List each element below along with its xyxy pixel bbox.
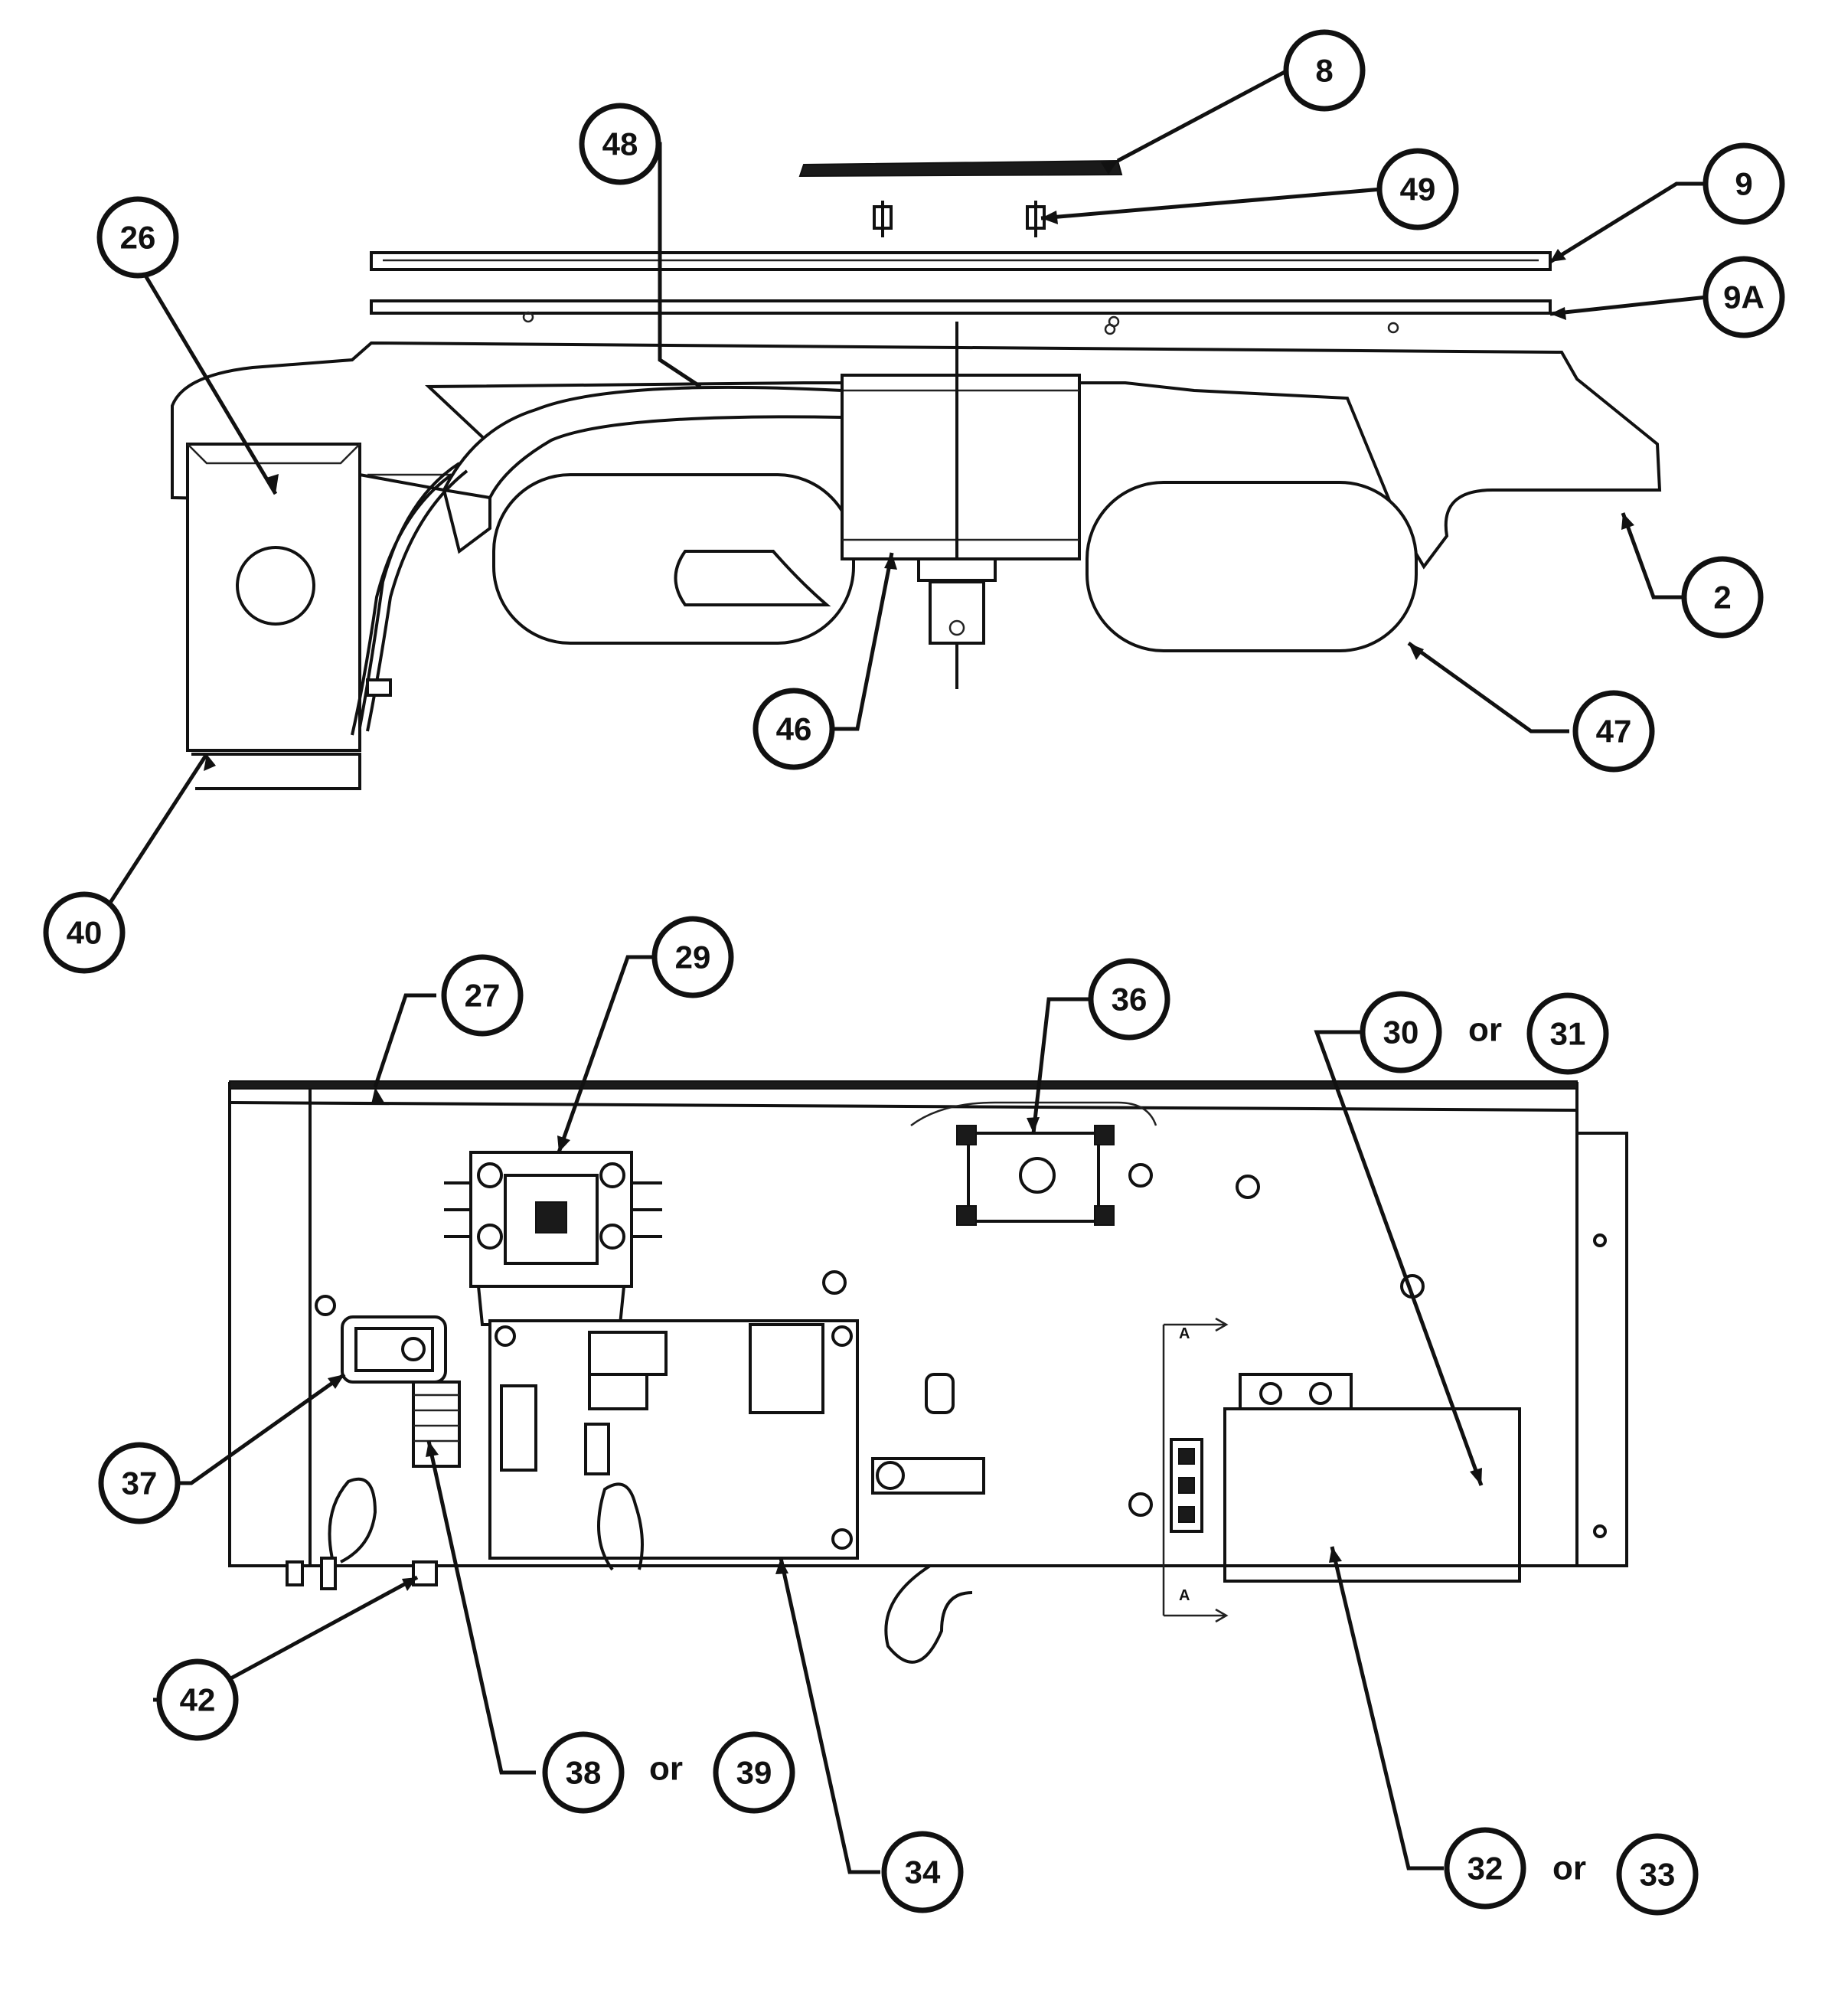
callout-30-label: 30 <box>1383 1015 1419 1050</box>
callout-31: 31 <box>1526 992 1609 1075</box>
panel-screws <box>315 1163 1607 1538</box>
section-marks: A A <box>1162 1317 1229 1623</box>
part-49-fasteners <box>873 201 1046 237</box>
callout-8-label: 8 <box>1315 53 1333 89</box>
lower-control-panel: A A <box>228 1080 1628 1664</box>
callout-39-label: 39 <box>736 1755 772 1791</box>
callout-34: 34 <box>881 1831 964 1913</box>
callout-37: 37 <box>98 1442 181 1524</box>
leader-lines <box>105 68 1708 1874</box>
callout-9: 9 <box>1703 142 1785 225</box>
callout-31-label: 31 <box>1550 1016 1586 1052</box>
part-32-transformer <box>1170 1373 1521 1583</box>
callout-40: 40 <box>43 891 126 974</box>
callout-9a: 9A <box>1703 256 1785 338</box>
upper-assembly <box>171 159 1662 790</box>
section-mark-bottom: A <box>1179 1587 1190 1604</box>
callouts: 8 48 49 9 9A 26 2 46 47 40 29 27 36 30 o… <box>43 29 1785 1916</box>
callout-26-label: 26 <box>120 220 156 256</box>
callout-48-label: 48 <box>602 126 638 162</box>
callout-34-label: 34 <box>905 1854 941 1890</box>
callout-29: 29 <box>651 916 734 998</box>
part-47-tube-right <box>1085 481 1418 652</box>
or-38-39: or <box>649 1750 683 1788</box>
callout-46: 46 <box>753 688 835 770</box>
callout-38: 38 <box>542 1731 625 1814</box>
callout-36-label: 36 <box>1112 982 1148 1018</box>
or-30-31: or <box>1468 1011 1502 1049</box>
callout-9a-label: 9A <box>1723 279 1765 315</box>
callout-32: 32 <box>1444 1827 1526 1910</box>
callout-8: 8 <box>1283 29 1366 112</box>
part-46-housing <box>841 374 1081 560</box>
callout-49-label: 49 <box>1400 172 1436 207</box>
part-36-switch <box>910 1101 1157 1226</box>
part-37-component <box>341 1315 447 1384</box>
callout-48: 48 <box>579 103 661 185</box>
callout-37-label: 37 <box>122 1465 158 1501</box>
callout-9-label: 9 <box>1735 166 1752 202</box>
callout-30: 30 <box>1360 991 1442 1073</box>
callout-33-label: 33 <box>1640 1857 1676 1893</box>
part-9a-rail <box>370 299 1552 315</box>
callout-39: 39 <box>713 1731 795 1814</box>
callout-42-label: 42 <box>180 1682 216 1718</box>
part-34-control-board <box>488 1319 859 1571</box>
callout-27-label: 27 <box>465 978 501 1014</box>
callout-33: 33 <box>1616 1833 1699 1916</box>
callout-40-label: 40 <box>67 915 103 951</box>
or-32-33: or <box>1552 1850 1586 1887</box>
callout-38-label: 38 <box>566 1755 602 1791</box>
callout-26: 26 <box>96 196 179 279</box>
callout-47: 47 <box>1572 690 1655 773</box>
section-mark-top: A <box>1179 1325 1190 1342</box>
part-8-strip <box>798 159 1123 178</box>
callout-29-label: 29 <box>675 939 711 975</box>
callout-47-label: 47 <box>1596 714 1632 750</box>
callout-46-label: 46 <box>776 711 812 747</box>
callout-2-label: 2 <box>1713 580 1731 616</box>
part-47-tube-left <box>492 473 855 645</box>
panel-misc-parts <box>286 1373 985 1664</box>
callout-2: 2 <box>1681 556 1764 639</box>
callout-36: 36 <box>1088 958 1170 1041</box>
callout-49: 49 <box>1376 148 1459 230</box>
callout-27: 27 <box>441 954 524 1037</box>
leader-arrowheads <box>204 161 1634 1591</box>
callout-32-label: 32 <box>1467 1851 1503 1887</box>
part-29-relay <box>444 1151 662 1326</box>
part-48-hose <box>441 385 844 500</box>
callout-42: 42 <box>156 1658 239 1741</box>
